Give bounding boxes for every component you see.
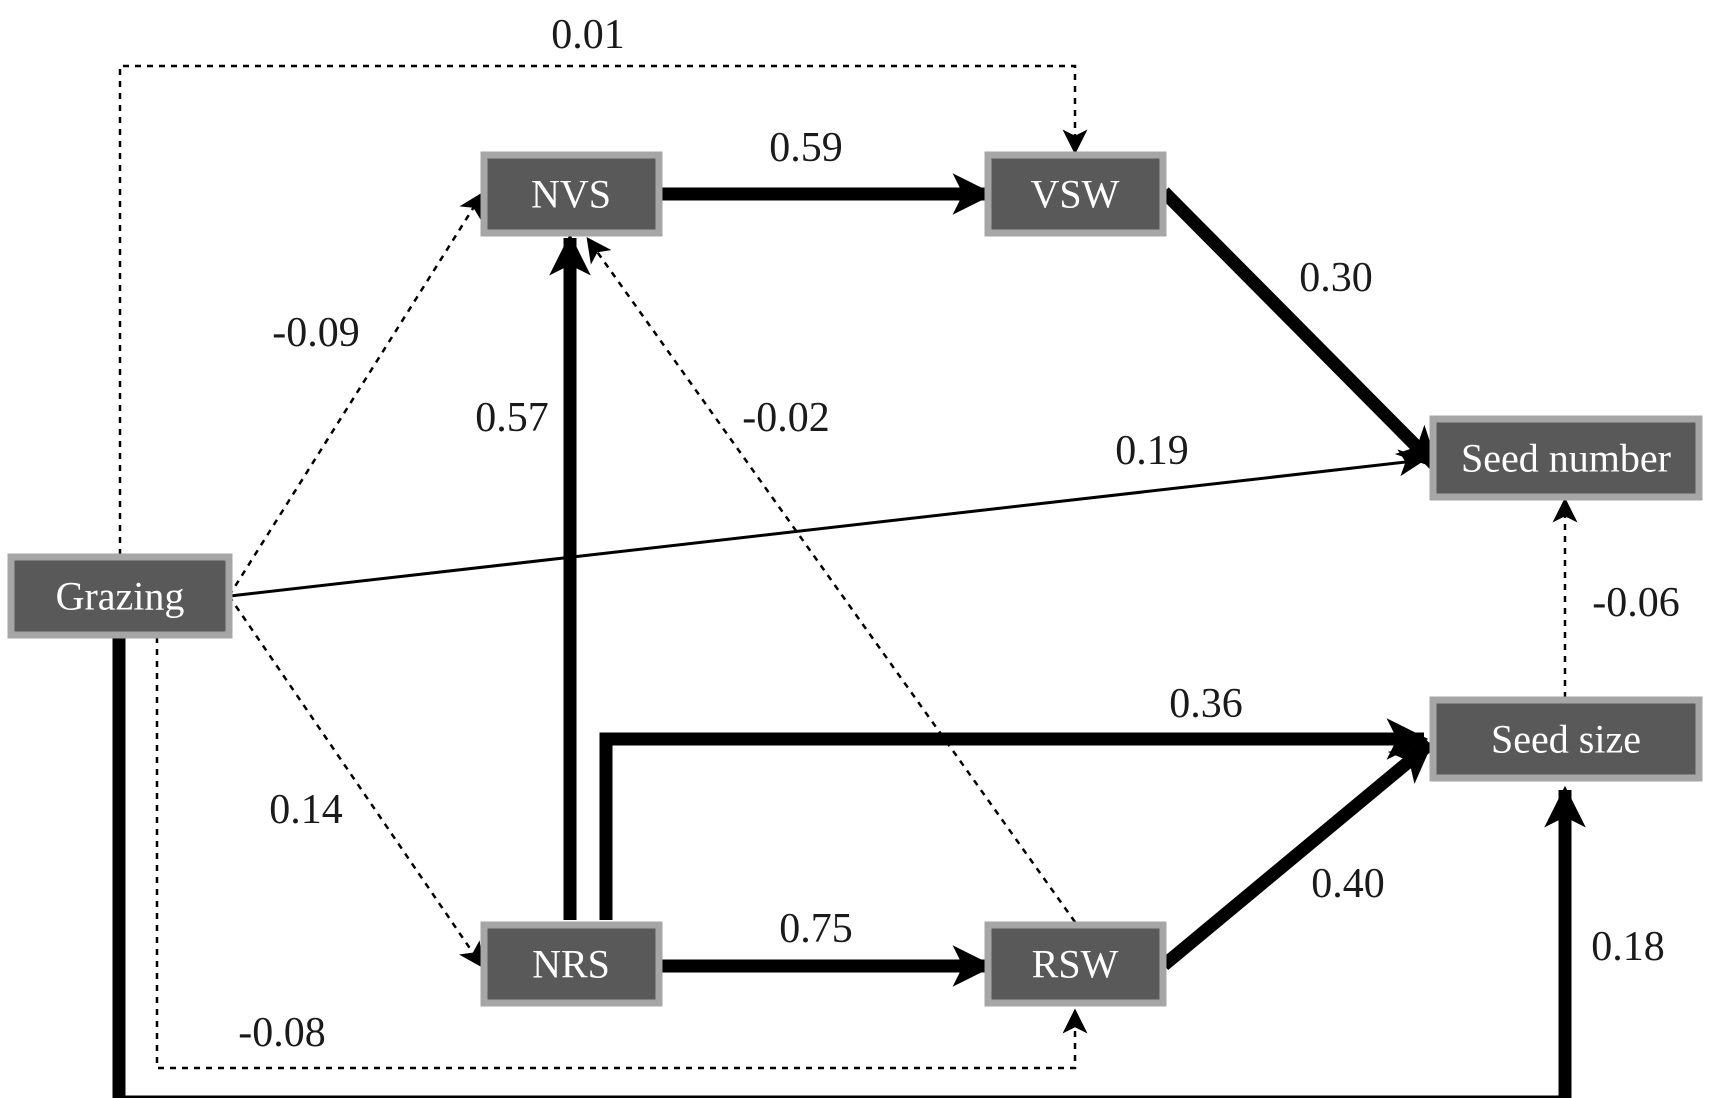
- path-grazing-rsw: [155, 637, 1088, 1070]
- path-grazing-seed-number: [229, 449, 1426, 598]
- coef-vsw-seed-number: 0.30: [1299, 255, 1373, 301]
- node-grazing-label: Grazing: [56, 574, 185, 619]
- node-grazing: Grazing: [7, 553, 233, 639]
- coef-seed-size-seed-number: -0.06: [1592, 580, 1680, 626]
- path-grazing-nvs: [227, 191, 484, 597]
- node-rsw: RSW: [984, 921, 1167, 1007]
- coef-rsw-seed-size: 0.40: [1311, 861, 1385, 907]
- path-grazing-vsw: [118, 64, 1088, 555]
- path-grazing-nrs: [227, 595, 484, 969]
- coef-nvs-vsw: 0.59: [769, 125, 843, 171]
- path-rsw-seed-size: [1159, 739, 1435, 970]
- coef-grazing-rsw: -0.08: [238, 1010, 326, 1056]
- coef-grazing-vsw: 0.01: [551, 12, 625, 58]
- node-nrs-label: NRS: [532, 942, 610, 987]
- coef-grazing-seed-number: 0.19: [1115, 428, 1189, 474]
- coef-nrs-rsw: 0.75: [779, 906, 853, 952]
- node-nvs: NVS: [480, 151, 663, 237]
- node-seed-number: Seed number: [1429, 415, 1703, 501]
- node-rsw-label: RSW: [1032, 942, 1119, 987]
- coef-nrs-seed-size: 0.36: [1169, 681, 1243, 727]
- node-seed-size-label: Seed size: [1491, 717, 1641, 762]
- path-grazing-seed-size: [112, 637, 1586, 1098]
- path-nrs-seed-size: [599, 718, 1429, 920]
- coef-grazing-nrs: 0.14: [269, 787, 343, 833]
- coef-grazing-seed-size: 0.18: [1591, 924, 1665, 970]
- coef-grazing-nvs: -0.09: [272, 310, 360, 356]
- node-seed-size: Seed size: [1429, 696, 1703, 782]
- path-vsw-seed-number: [1159, 187, 1441, 471]
- node-nvs-label: NVS: [531, 172, 611, 217]
- coef-rsw-nvs: -0.02: [742, 395, 830, 441]
- node-vsw-label: VSW: [1031, 172, 1120, 217]
- node-vsw: VSW: [984, 151, 1167, 237]
- node-seed-number-label: Seed number: [1461, 436, 1671, 481]
- node-nrs: NRS: [480, 921, 663, 1007]
- path-rsw-nvs: [586, 236, 1077, 923]
- coef-nrs-nvs: 0.57: [475, 395, 549, 441]
